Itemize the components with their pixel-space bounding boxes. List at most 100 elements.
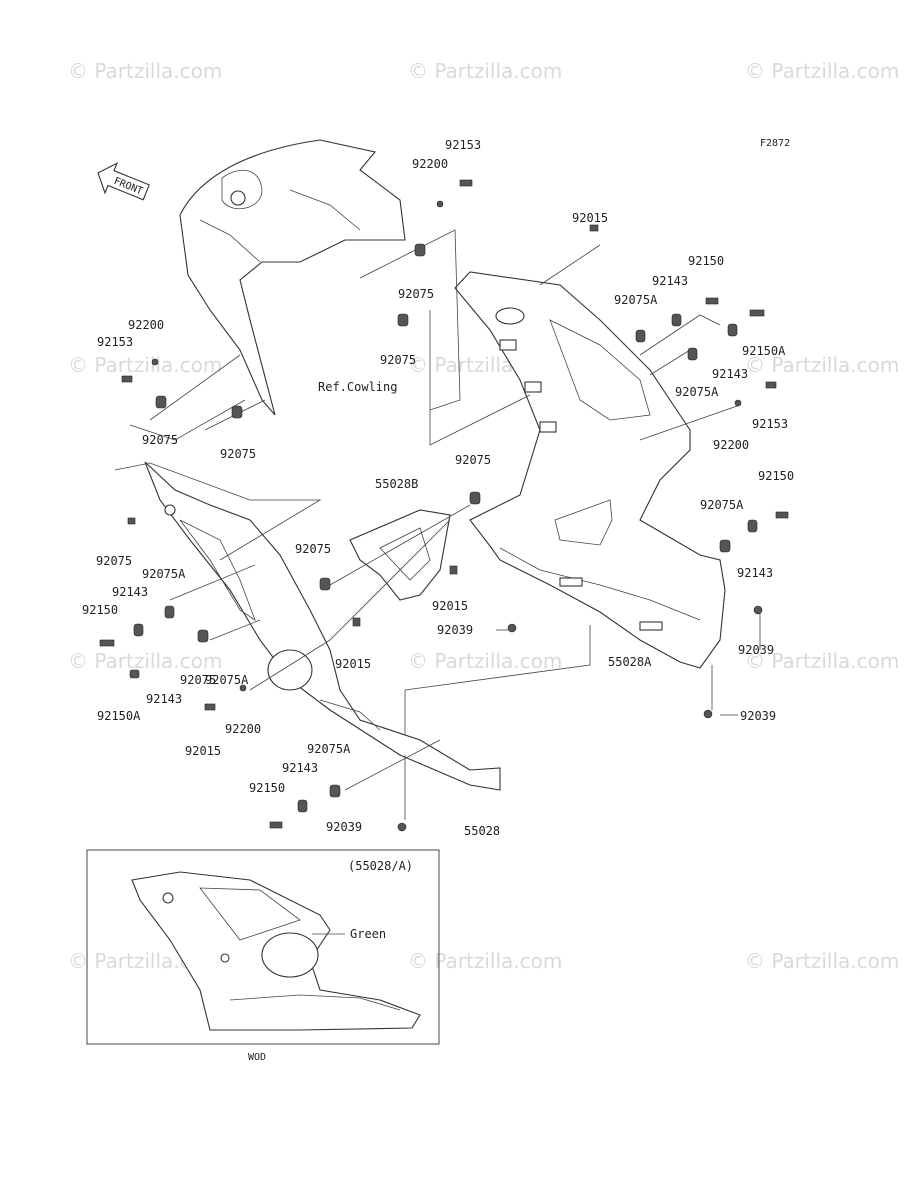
inset-color-label: Green xyxy=(350,927,386,941)
figure-code: F2872 xyxy=(760,138,790,149)
grommet-icon xyxy=(727,323,738,337)
rivet-icon xyxy=(753,605,763,615)
callout-label: 92075A xyxy=(614,293,658,307)
washer-icon xyxy=(734,399,742,407)
clip-icon xyxy=(449,565,458,575)
callout-label: 92200 xyxy=(412,157,448,171)
grommet-icon xyxy=(155,395,167,409)
callout-label: 92075 xyxy=(398,287,434,301)
callout-label: 55028B xyxy=(375,477,418,491)
front-arrow-icon: FRONT xyxy=(97,162,150,201)
watermark: © Partzilla.com xyxy=(68,59,222,83)
callout-label: 92200 xyxy=(128,318,164,332)
grommet-icon xyxy=(319,577,331,591)
callout-label: 55028 xyxy=(464,824,500,838)
grommet-icon xyxy=(719,539,731,553)
callout-label: 92143 xyxy=(112,585,148,599)
watermark: © Partzilla.com xyxy=(745,59,899,83)
grommet-icon xyxy=(329,784,341,798)
bolt-icon xyxy=(269,821,283,829)
bolt-icon xyxy=(121,375,133,383)
color-variant-inset: (55028/A) Green xyxy=(86,849,440,1045)
callout-label: 92075 xyxy=(455,453,491,467)
grommet-icon xyxy=(687,347,698,361)
grommet-icon xyxy=(414,243,426,257)
watermark: © Partzilla.com xyxy=(745,949,899,973)
callout-label: 92015 xyxy=(572,211,608,225)
callout-label: 92075A xyxy=(307,742,351,756)
washer-icon xyxy=(151,358,159,366)
callout-label: 92039 xyxy=(740,709,776,723)
bolt-icon xyxy=(775,511,789,519)
watermark: © Partzilla.com xyxy=(408,59,562,83)
callout-label: 92039 xyxy=(738,643,774,657)
bolt-icon xyxy=(204,703,216,711)
watermark: © Partzilla.com xyxy=(68,353,222,377)
callout-label: 92150 xyxy=(758,469,794,483)
upper-cowling xyxy=(179,139,406,416)
ref-cowling-label: Ref.Cowling xyxy=(318,380,397,394)
hardware xyxy=(99,179,789,832)
callout-label: 92153 xyxy=(97,335,133,349)
callout-label: 92075 xyxy=(142,433,178,447)
callout-label: 92075 xyxy=(220,447,256,461)
callout-label: 92015 xyxy=(432,599,468,613)
leader-lines xyxy=(114,229,761,820)
grommet-icon xyxy=(231,405,243,419)
grommet-icon xyxy=(133,623,144,637)
callout-label: 92200 xyxy=(713,438,749,452)
lower-fairing xyxy=(144,461,501,791)
clip-icon xyxy=(352,617,361,627)
callout-label: 92143 xyxy=(737,566,773,580)
callout-label: 92143 xyxy=(712,367,748,381)
callout-label: 92075A xyxy=(700,498,744,512)
callout-label: 92150 xyxy=(82,603,118,617)
callout-label: 92143 xyxy=(282,761,318,775)
callout-label: 92039 xyxy=(437,623,473,637)
callout-label: 92075 xyxy=(295,542,331,556)
grommet-icon xyxy=(197,629,209,643)
callout-label: 92153 xyxy=(445,138,481,152)
callout-label: 92015 xyxy=(185,744,221,758)
callout-label: 92150A xyxy=(742,344,786,358)
callout-label: 92200 xyxy=(225,722,261,736)
watermark: © Partzilla.com xyxy=(745,649,899,673)
right-side-cowling xyxy=(454,271,726,669)
washer-icon xyxy=(239,684,247,692)
watermark: © Partzilla.com xyxy=(408,649,562,673)
grommet-icon xyxy=(671,313,682,327)
washer-icon xyxy=(436,200,444,208)
callout-label: 55028A xyxy=(608,655,652,669)
inset-caption: (55028/A) xyxy=(348,859,413,873)
bolt-icon xyxy=(705,297,719,305)
rivet-icon xyxy=(397,822,407,832)
watermark: © Partzilla.com xyxy=(68,649,222,673)
callout-labels: 92153 92200 92015 92150 92143 92075A 920… xyxy=(82,138,794,838)
callout-label: 92075A xyxy=(142,567,186,581)
inner-panel xyxy=(349,509,451,601)
callout-label: 92143 xyxy=(146,692,182,706)
bolt-icon xyxy=(765,381,777,389)
grommet-icon xyxy=(297,799,308,813)
callout-label: 92075A xyxy=(675,385,719,399)
grommet-icon xyxy=(469,491,481,505)
inset-region-label: WOD xyxy=(248,1052,266,1063)
callout-label: 92015 xyxy=(335,657,371,671)
grommet-icon xyxy=(397,313,409,327)
callout-label: 92075 xyxy=(96,554,132,568)
clip-icon xyxy=(589,224,599,232)
grommet-icon xyxy=(164,605,175,619)
callout-label: 92153 xyxy=(752,417,788,431)
watermark: © Partzilla.com xyxy=(745,353,899,377)
watermark-layer: © Partzilla.com © Partzilla.com © Partzi… xyxy=(68,59,899,973)
rivet-icon xyxy=(507,623,517,633)
bolt-icon xyxy=(749,309,765,317)
callout-label: 92150 xyxy=(249,781,285,795)
watermark: © Partzilla.com xyxy=(408,949,562,973)
callout-label: 92075A xyxy=(205,673,249,687)
callout-label: 92075 xyxy=(380,353,416,367)
grommet-icon xyxy=(747,519,758,533)
clip-icon xyxy=(127,517,136,525)
bolt-icon xyxy=(459,179,473,187)
